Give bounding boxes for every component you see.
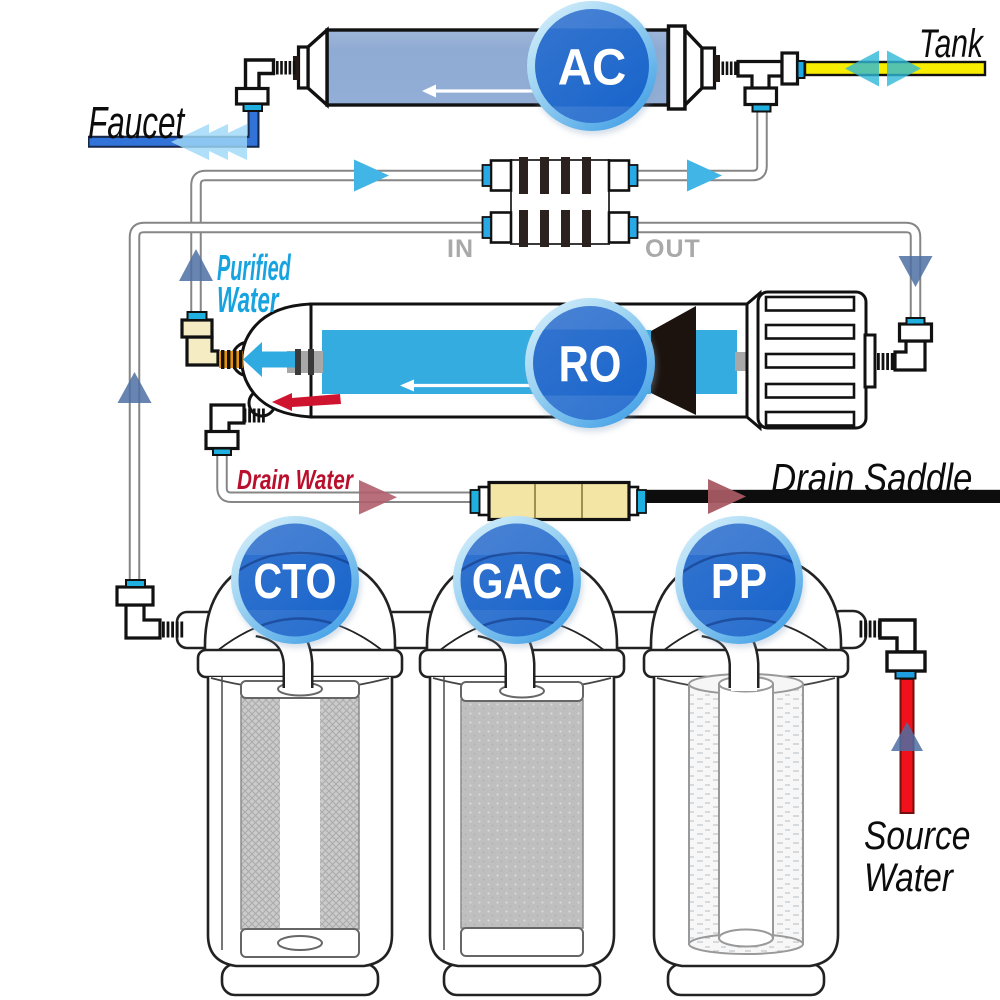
svg-text:PP: PP: [711, 554, 767, 609]
svg-text:CTO: CTO: [253, 555, 336, 609]
svg-text:Water: Water: [864, 855, 955, 899]
svg-text:Tank: Tank: [919, 22, 985, 66]
svg-text:Drain Water: Drain Water: [237, 465, 354, 496]
svg-text:IN: IN: [447, 235, 474, 263]
svg-text:Drain Saddle: Drain Saddle: [771, 456, 972, 501]
svg-text:Purified: Purified: [217, 249, 292, 289]
svg-text:AC: AC: [558, 39, 627, 96]
svg-text:Faucet: Faucet: [88, 99, 186, 149]
svg-text:GAC: GAC: [472, 553, 562, 608]
svg-text:Source: Source: [864, 813, 970, 857]
svg-text:RO: RO: [559, 336, 622, 393]
svg-text:OUT: OUT: [645, 235, 701, 263]
svg-text:Water: Water: [217, 281, 280, 321]
